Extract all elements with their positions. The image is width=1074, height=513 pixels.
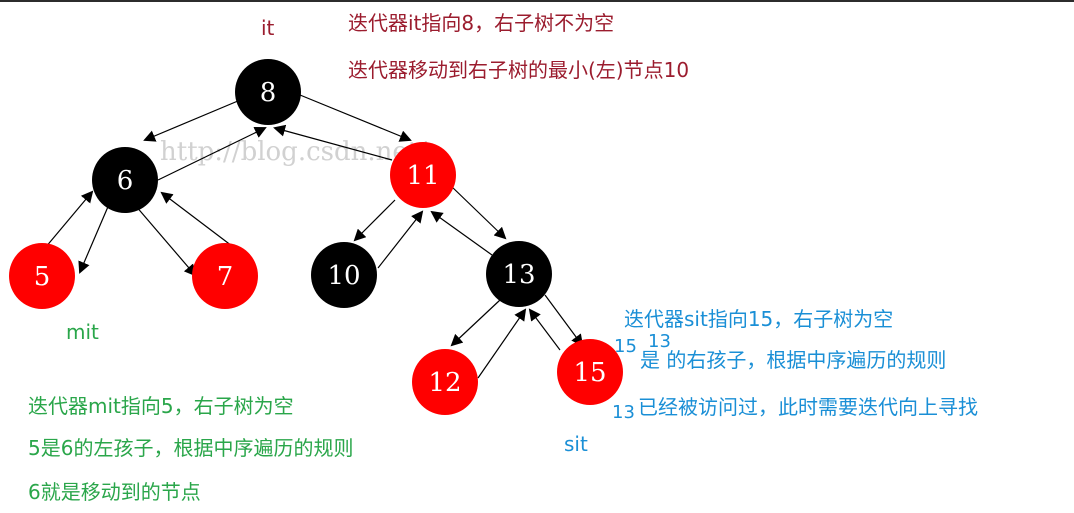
node-15: 15	[557, 339, 623, 405]
edge-6-to-5	[78, 201, 111, 274]
mit-note-line-3: 6就是移动到的节点	[28, 480, 201, 504]
sit-note-line-3-num: 13	[612, 402, 635, 423]
svg-text:8: 8	[260, 78, 277, 108]
edge-8-to-11	[299, 94, 412, 142]
node-6: 6	[92, 147, 158, 213]
top-border-line	[0, 0, 1074, 2]
sit-note-line-2: 是 的右孩子，根据中序遍历的规则	[640, 348, 947, 372]
edge-6-to-8	[157, 126, 267, 181]
sit-note-line-3: 已经被访问过，此时需要迭代向上寻找	[638, 395, 978, 419]
svg-text:6: 6	[117, 166, 134, 196]
svg-text:11: 11	[406, 161, 439, 191]
edge-8-to-6	[143, 97, 246, 142]
tree-edges	[44, 94, 584, 379]
it-note-line-1: 迭代器it指向8，右子树不为空	[348, 11, 615, 35]
edge-15-to-13	[528, 308, 561, 351]
mit-note-line-2: 5是6的左孩子，根据中序遍历的规则	[28, 436, 354, 460]
svg-text:15: 15	[573, 358, 606, 388]
svg-text:12: 12	[428, 368, 461, 398]
pointer-mit-label: mit	[66, 320, 99, 344]
sit-note-line-1: 迭代器sit指向15，右子树为空	[624, 307, 894, 331]
node-5: 5	[9, 243, 75, 309]
edge-13-to-12	[450, 299, 501, 347]
pointer-sit-label: sit	[564, 432, 588, 456]
edge-12-to-13	[477, 308, 527, 379]
edge-11-to-8	[273, 124, 393, 161]
edge-13-to-15	[544, 294, 584, 347]
node-13: 13	[486, 241, 552, 307]
it-note-line-2: 迭代器移动到右子树的最小(左)节点10	[348, 58, 690, 82]
edge-13-to-11	[430, 210, 493, 256]
node-7: 7	[192, 243, 258, 309]
svg-text:13: 13	[502, 260, 535, 290]
mit-note-line-1: 迭代器mit指向5，右子树为空	[28, 394, 294, 418]
svg-text:10: 10	[327, 261, 360, 291]
edge-11-to-13	[449, 184, 507, 240]
node-11: 11	[390, 142, 456, 208]
edge-5-to-6	[44, 190, 94, 249]
sit-note-line-2-num-b: 13	[648, 331, 671, 352]
node-10: 10	[311, 242, 377, 308]
pointer-it-label: it	[261, 16, 275, 40]
edge-10-to-11	[377, 210, 424, 269]
edge-6-to-7	[134, 204, 197, 277]
node-8: 8	[235, 59, 301, 125]
edge-7-to-6	[160, 191, 233, 247]
watermark: http://blog.csdn.net/	[160, 137, 427, 167]
edge-11-to-10	[353, 199, 396, 242]
svg-text:5: 5	[34, 262, 51, 292]
node-12: 12	[412, 349, 478, 415]
svg-text:7: 7	[217, 262, 234, 292]
sit-note-line-2-num-a: 15	[614, 336, 637, 357]
